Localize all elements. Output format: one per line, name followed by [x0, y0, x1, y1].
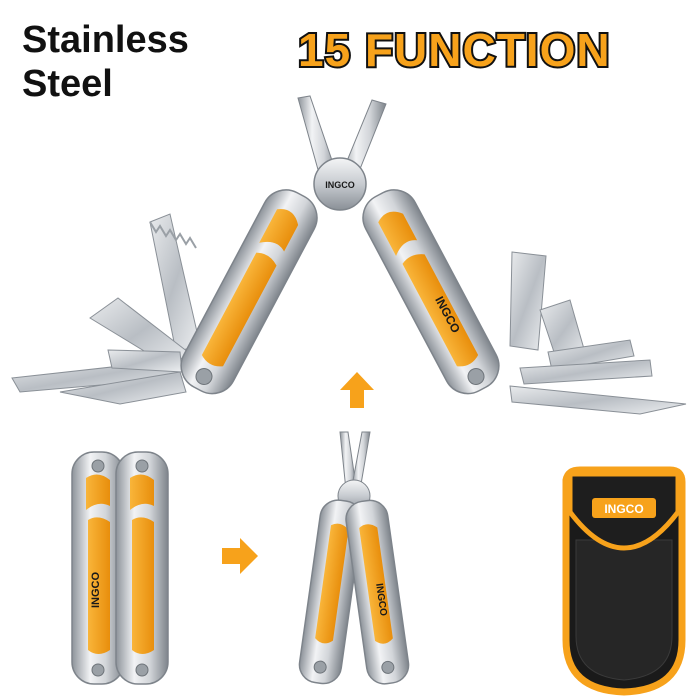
right-handle-grip	[402, 254, 479, 367]
screwdriver-bit	[107, 349, 183, 373]
pivot-plate	[313, 157, 367, 211]
left-handle-grip	[201, 252, 277, 367]
headline: Stainless Steel	[22, 18, 189, 106]
pouch-label	[592, 498, 656, 518]
pliers-tool-brand-logo: INGCO	[373, 583, 388, 617]
closed-multitool: INGCO	[71, 451, 169, 685]
knife-blade-left	[59, 371, 187, 405]
arrow-up-icon	[340, 372, 374, 408]
pliers-mode-multitool: INGCO	[298, 431, 410, 685]
wide-blade	[509, 251, 547, 351]
open-multitool-large: INGCO INGCO	[11, 95, 687, 415]
right-handle-grip-top	[378, 211, 418, 256]
left-handle-grip-top	[259, 209, 299, 252]
function-count-text: 15 FUNCTION	[298, 24, 611, 74]
right-handle: INGCO	[362, 189, 500, 395]
carrying-pouch: INGCO	[562, 466, 686, 696]
headline-line-2: Steel	[22, 63, 113, 105]
saw-teeth	[149, 221, 197, 249]
right-tool-fan	[509, 251, 687, 415]
pouch-brand-logo: INGCO	[604, 502, 643, 516]
headline-line-1: Stainless	[22, 19, 189, 61]
left-tool-fan	[11, 213, 201, 405]
left-handle	[180, 189, 318, 395]
arrow-right-icon	[222, 538, 258, 574]
pliers-head: INGCO	[297, 95, 387, 211]
closed-tool-brand-logo: INGCO	[90, 572, 102, 609]
serrated-blade	[519, 359, 653, 385]
pivot-brand-logo: INGCO	[325, 180, 355, 190]
screwdriver-flat	[547, 339, 635, 371]
knife-blade-right	[509, 385, 687, 415]
function-count-badge: 15 FUNCTION	[296, 22, 612, 74]
